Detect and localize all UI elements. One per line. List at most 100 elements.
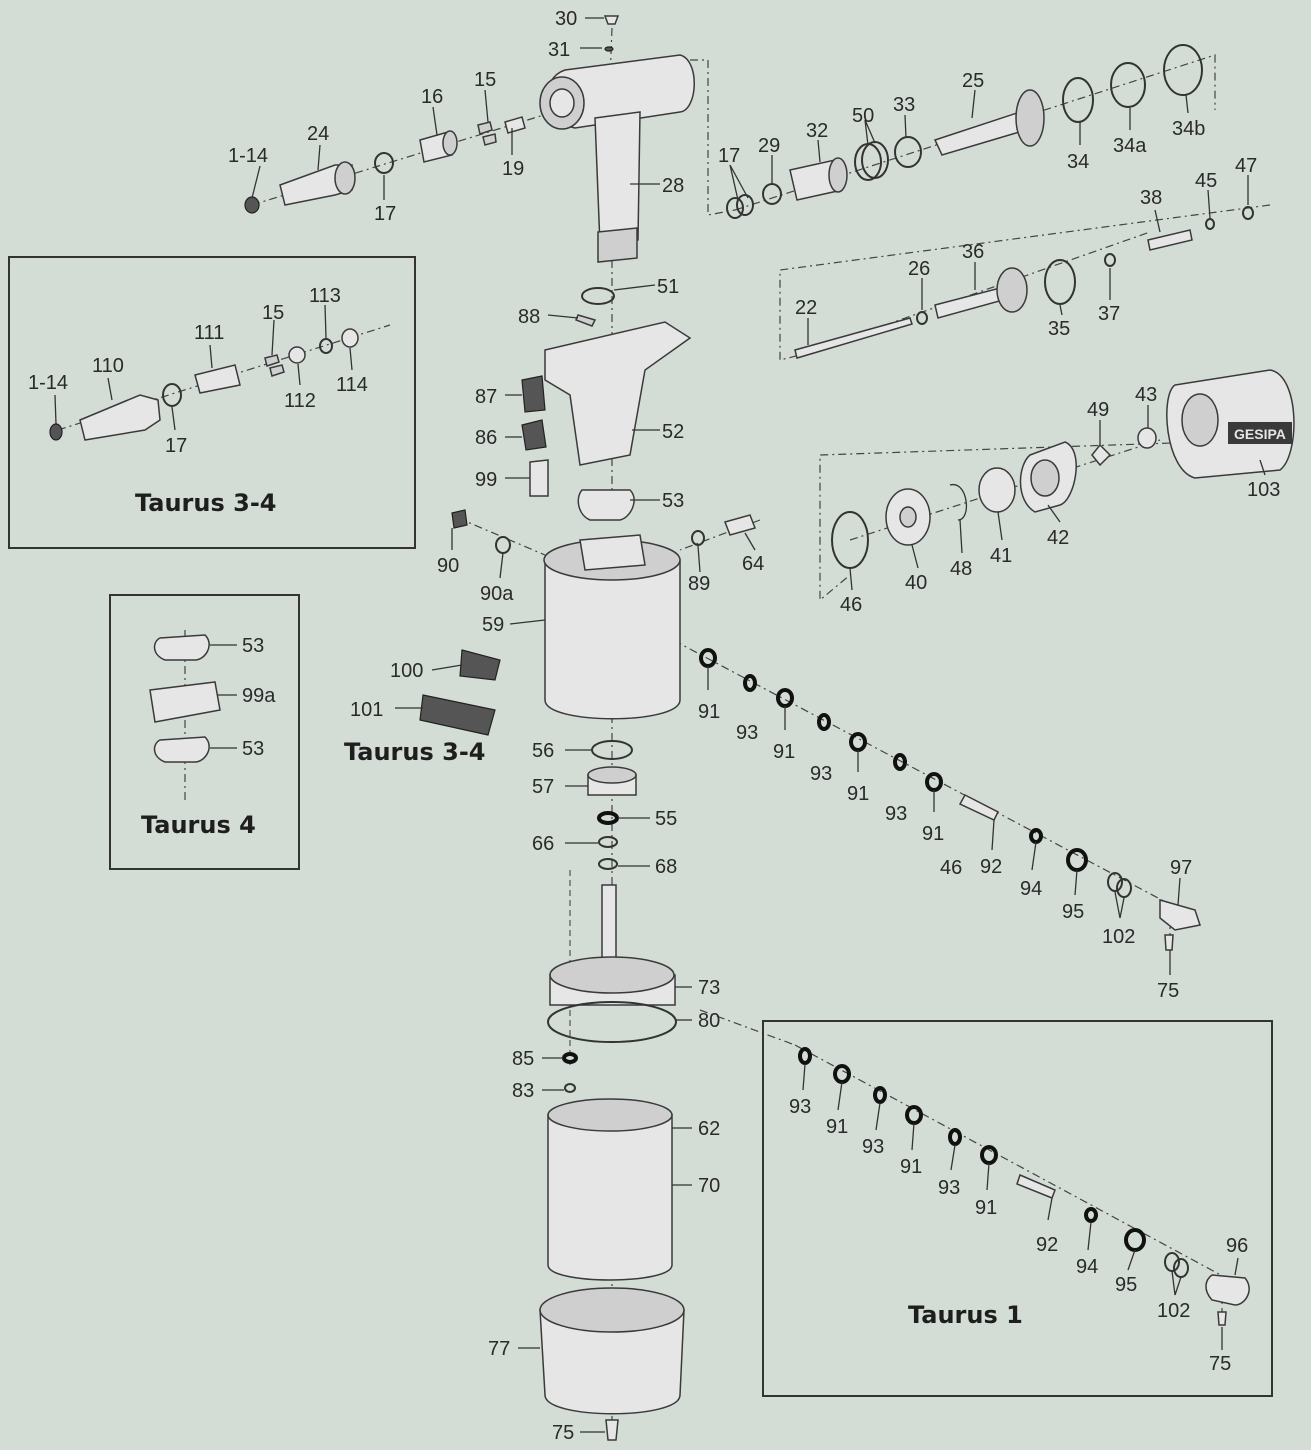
inset-taurus-1-frame [762, 1020, 1273, 1397]
part-90a-ring [495, 536, 511, 554]
label-inset-1-14: 1-14 [28, 372, 68, 394]
label-55: 55 [655, 808, 677, 830]
label-51: 51 [657, 276, 679, 298]
label-47: 47 [1235, 155, 1257, 177]
label-102: 102 [1102, 926, 1135, 948]
part-75-screw [1164, 934, 1174, 951]
label-t1-91c: 91 [975, 1197, 997, 1219]
part-43 [1137, 427, 1157, 449]
part-33-ring [894, 136, 922, 168]
label-90a: 90a [480, 583, 514, 605]
part-labels: 30 31 15 16 24 1-14 17 19 28 25 33 50 32… [28, 8, 1280, 1444]
label-t1-92: 92 [1036, 1234, 1058, 1256]
label-t4-53b: 53 [242, 738, 264, 760]
part-95 [1066, 848, 1088, 872]
part-55 [597, 811, 619, 825]
part-83 [564, 1083, 576, 1093]
label-88: 88 [518, 306, 540, 328]
label-t1-91b: 91 [900, 1156, 922, 1178]
part-37-ring [1104, 253, 1116, 267]
part-70-cylinder [547, 1114, 673, 1281]
label-17b: 17 [718, 145, 740, 167]
label-92: 92 [980, 856, 1002, 878]
part-1-14 [244, 196, 260, 214]
label-70: 70 [698, 1175, 720, 1197]
part-47-ring [1242, 206, 1254, 220]
label-77: 77 [488, 1338, 510, 1360]
part-34-ring [1062, 77, 1094, 123]
label-16: 16 [421, 86, 443, 108]
label-30: 30 [555, 8, 577, 30]
label-t1-75: 75 [1209, 1353, 1231, 1375]
label-t1-93b: 93 [862, 1136, 884, 1158]
label-inset-113: 113 [309, 285, 341, 307]
part-99a [149, 681, 221, 723]
label-38: 38 [1140, 187, 1162, 209]
label-t1-94: 94 [1076, 1256, 1098, 1278]
label-33: 33 [893, 94, 915, 116]
label-80: 80 [698, 1010, 720, 1032]
label-36: 36 [962, 241, 984, 263]
label-101: 101 [350, 699, 383, 721]
label-75a: 75 [1157, 980, 1179, 1002]
label-91c: 91 [847, 783, 869, 805]
part-36-piston [934, 287, 1004, 319]
part-66 [598, 836, 618, 848]
label-57: 57 [532, 776, 554, 798]
part-110 [79, 394, 161, 441]
label-t1-95: 95 [1115, 1274, 1137, 1296]
part-30-screw [603, 15, 620, 25]
part-59-housing [544, 559, 681, 720]
part-87-trigger [521, 375, 546, 413]
label-93c: 93 [885, 803, 907, 825]
label-inset-110: 110 [92, 355, 124, 377]
label-22: 22 [795, 297, 817, 319]
label-34b: 34b [1172, 118, 1205, 140]
part-15-jaws [477, 121, 497, 146]
label-59: 59 [482, 614, 504, 636]
label-1-14: 1-14 [228, 145, 268, 167]
label-85: 85 [512, 1048, 534, 1070]
label-99: 99 [475, 469, 497, 491]
label-62: 62 [698, 1118, 720, 1140]
label-t4-99a: 99a [242, 685, 276, 707]
label-t4-53a: 53 [242, 635, 264, 657]
label-68: 68 [655, 856, 677, 878]
part-34a-ring [1110, 62, 1146, 108]
head-housing [539, 15, 695, 263]
part-100 [459, 649, 501, 681]
label-inset-15: 15 [262, 302, 284, 324]
part-80-seal [547, 1001, 677, 1043]
part-113 [319, 338, 333, 354]
piston-row-middle [794, 206, 1254, 359]
handle-cover [521, 287, 692, 521]
part-26-ring [916, 311, 928, 325]
part-53-gasket [577, 489, 635, 521]
part-112 [288, 346, 306, 364]
part-91b [776, 688, 794, 708]
label-35: 35 [1048, 318, 1070, 340]
lower-stack [539, 740, 685, 1441]
label-t1-102: 102 [1157, 1300, 1190, 1322]
label-46: 46 [840, 594, 862, 616]
part-29-ring [762, 183, 782, 205]
part-22-rod [794, 317, 913, 359]
label-66: 66 [532, 833, 554, 855]
label-t1-91a: 91 [826, 1116, 848, 1138]
part-90 [451, 509, 468, 529]
main-body [419, 509, 756, 736]
label-inset-111: 111 [194, 322, 224, 344]
part-75-bottom-screw [605, 1419, 619, 1441]
part-94 [1029, 828, 1043, 844]
part-64 [724, 514, 756, 536]
inset-titles: Taurus 3-4 Taurus 3-4 Taurus 4 Taurus 1 [135, 489, 1023, 1329]
inset-taurus-4 [109, 594, 300, 870]
part-86 [521, 419, 547, 451]
inset-taurus-3-4-frame [8, 256, 416, 549]
label-95: 95 [1062, 901, 1084, 923]
label-17: 17 [374, 203, 396, 225]
label-26: 26 [908, 258, 930, 280]
part-48-clip [949, 484, 968, 521]
label-89: 89 [688, 573, 710, 595]
